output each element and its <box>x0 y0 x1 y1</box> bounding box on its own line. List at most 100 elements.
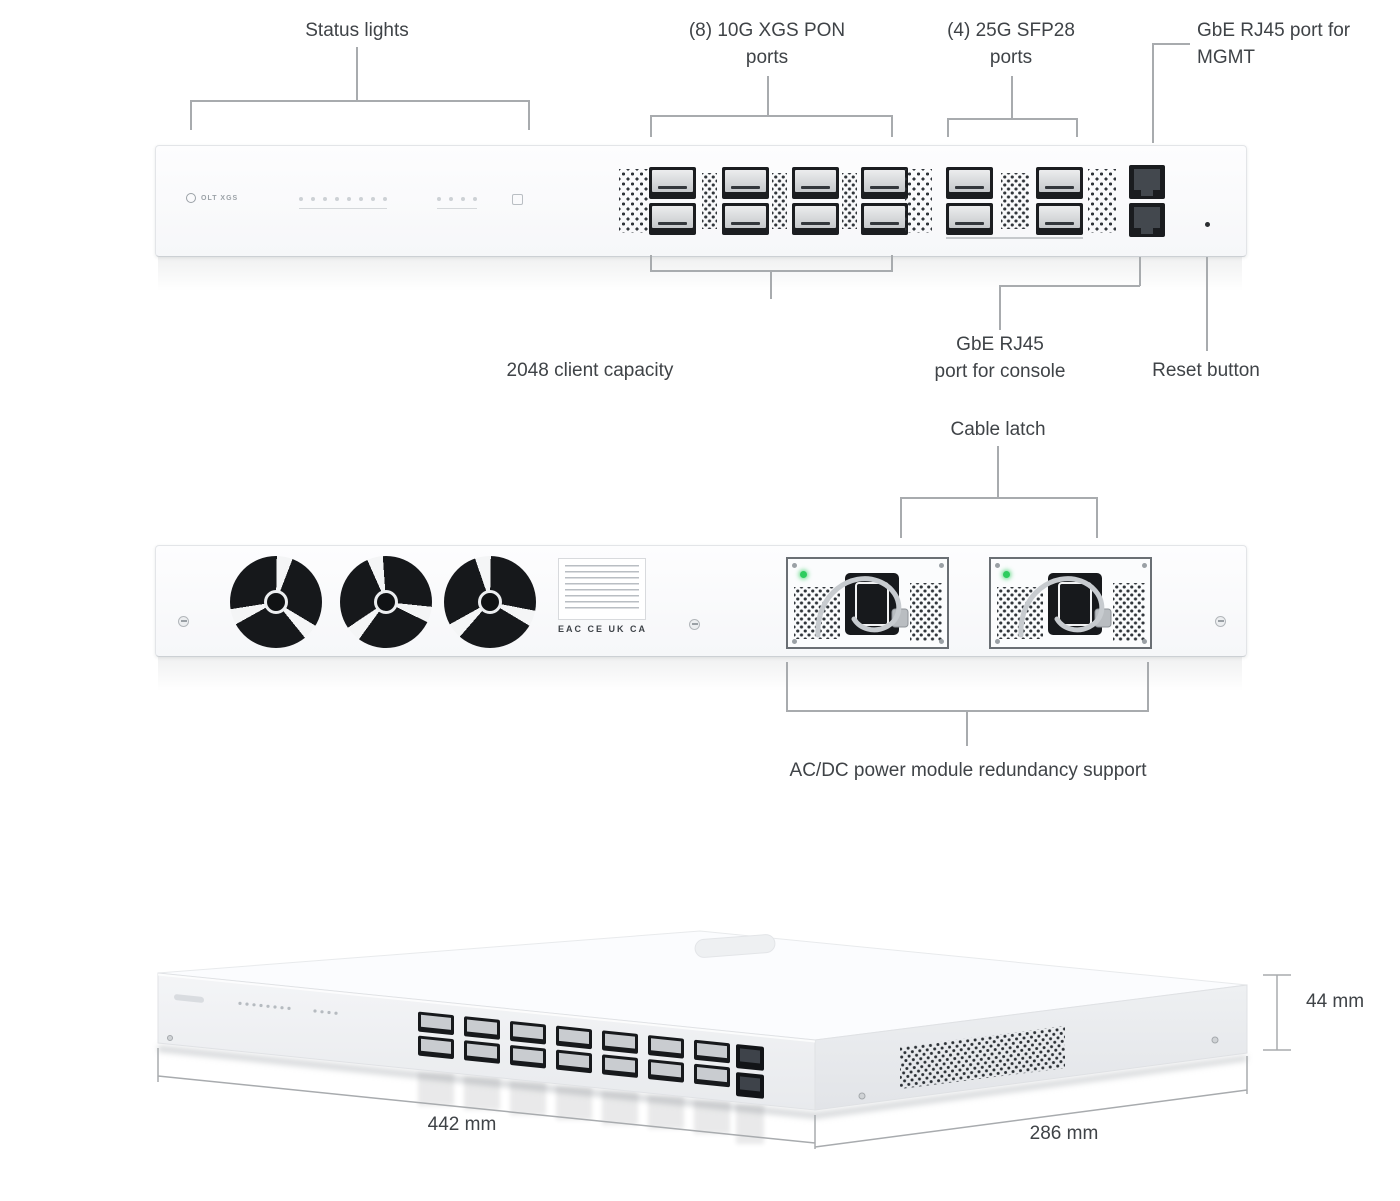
callout-line <box>1152 43 1190 45</box>
status-led-row <box>299 197 387 201</box>
callout-line <box>999 285 1001 330</box>
led-group-line <box>299 208 387 209</box>
screw <box>792 563 797 568</box>
callout-line <box>1076 118 1078 137</box>
screw <box>689 619 700 630</box>
callout-line <box>1139 257 1141 286</box>
callout-line <box>770 271 772 299</box>
callout-line <box>190 100 192 130</box>
pon-port <box>792 167 839 199</box>
pon-port <box>649 167 696 199</box>
psu-led <box>1003 571 1010 578</box>
dimension-width: 442 mm <box>427 1114 497 1135</box>
power-module <box>786 557 949 649</box>
dimension-height: 44 mm <box>1306 991 1365 1012</box>
certification-marks: EAC CE UK CA <box>558 624 648 634</box>
vent-grid <box>772 173 787 229</box>
pon-port <box>861 203 908 235</box>
logo-icon <box>186 193 196 203</box>
screws-3d <box>167 1035 1219 1100</box>
callout-line <box>767 76 769 115</box>
callout-line <box>947 118 1078 120</box>
callout-client-capacity: 2048 client capacity <box>506 360 674 381</box>
power-module <box>989 557 1152 649</box>
callout-line <box>900 497 1098 499</box>
callout-line <box>999 285 1140 287</box>
pon-port <box>861 167 908 199</box>
reset-button <box>1205 222 1210 227</box>
vent-grid <box>1001 173 1029 229</box>
rj45-console-port <box>1129 203 1165 237</box>
callout-pon-ports: (8) 10G XGS PON ports <box>688 20 846 68</box>
cage-rail <box>946 237 1083 239</box>
callout-line <box>966 710 968 746</box>
screw <box>178 616 189 627</box>
locator-icon <box>512 194 523 205</box>
reflection <box>158 657 1242 691</box>
callout-line <box>900 497 902 538</box>
dimension-depth: 286 mm <box>1029 1123 1099 1144</box>
screw <box>792 639 797 644</box>
vent-grid <box>1088 169 1116 233</box>
screw <box>995 639 1000 644</box>
sfp-ports-3d <box>418 1011 730 1088</box>
spec-sticker <box>558 558 646 620</box>
fan <box>340 556 432 648</box>
pon-port <box>722 167 769 199</box>
callout-line <box>1011 76 1013 118</box>
port-reflections <box>418 1072 764 1144</box>
screw <box>995 563 1000 568</box>
callout-status-lights: Status lights <box>305 20 409 41</box>
pon-port <box>792 203 839 235</box>
vent-grid <box>905 169 932 233</box>
callout-line <box>891 255 893 272</box>
callout-mgmt-port: GbE RJ45 port for MGMT <box>1197 20 1351 68</box>
callout-line <box>1206 257 1208 351</box>
callout-line <box>786 662 788 711</box>
callout-line <box>190 100 530 102</box>
psu-led <box>800 571 807 578</box>
side-vent-grid <box>900 1026 1065 1089</box>
vent-grid <box>702 173 717 229</box>
callout-line <box>650 270 893 272</box>
rj45-ports-3d <box>736 1044 764 1099</box>
isometric-view <box>157 930 1291 1149</box>
screw <box>1142 563 1147 568</box>
led-group-line <box>437 208 477 209</box>
pon-port <box>722 203 769 235</box>
vent-grid <box>619 169 648 233</box>
psu-vent-grid <box>910 583 942 641</box>
callout-console-port: GbE RJ45 port for console <box>934 334 1066 382</box>
callout-line <box>1152 43 1154 143</box>
callout-line <box>650 255 652 272</box>
callout-line <box>528 100 530 130</box>
callout-reset-button: Reset button <box>1152 360 1260 381</box>
callout-line <box>356 47 358 100</box>
screw <box>939 639 944 644</box>
sfp28-port <box>946 203 993 235</box>
rj45-mgmt-port <box>1129 165 1165 199</box>
psu-vent-grid <box>1113 583 1145 641</box>
rear-panel: EAC CE UK CA <box>155 545 1247 657</box>
cable-latch-wire <box>1018 576 1112 638</box>
callout-sfp28-ports: (4) 25G SFP28 ports <box>947 20 1075 68</box>
device-logo: OLT XGS <box>186 193 238 203</box>
callout-line <box>997 446 999 497</box>
dimension-lines <box>157 974 1291 1149</box>
callout-cable-latch: Cable latch <box>950 419 1046 440</box>
vent-grid <box>842 173 857 229</box>
callout-line <box>786 710 1149 712</box>
screw <box>939 563 944 568</box>
top-face-logo <box>694 934 776 958</box>
pon-port <box>649 203 696 235</box>
sfp28-port <box>1036 203 1083 235</box>
status-led-row <box>437 197 477 201</box>
callout-line <box>947 118 949 137</box>
callout-line <box>650 115 652 137</box>
screw <box>1142 639 1147 644</box>
callout-power-redundancy: AC/DC power module redundancy support <box>789 760 1147 781</box>
front-face-logo <box>174 994 204 1003</box>
sfp28-port <box>1036 167 1083 199</box>
callout-line <box>1096 497 1098 538</box>
